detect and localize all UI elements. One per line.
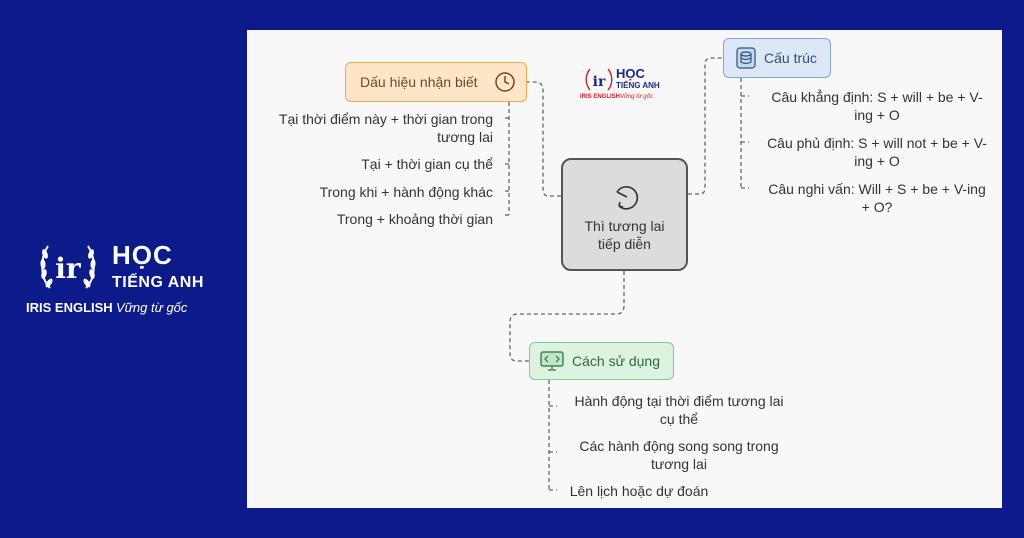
mindmap-canvas: Dấu hiệu nhận biết Tại thời điểm này + t… — [247, 30, 1002, 508]
connector-lines — [503, 57, 749, 491]
brand-tieng-anh: TIẾNG ANH — [112, 274, 204, 291]
refresh-clock-icon — [616, 186, 639, 210]
brand-slogan: Vững từ gốc — [116, 300, 188, 315]
structure-item-2: Câu phủ định: S + will not + be + V-ing … — [767, 135, 987, 169]
database-icon — [736, 47, 756, 69]
svg-text:ir: ir — [593, 74, 606, 90]
usage-item-3: Lên lịch hoặc dự đoán — [569, 483, 709, 499]
watermark-iris: IRIS ENGLISH — [580, 94, 621, 100]
watermark-logo: ir HỌC TIẾNG ANH IRIS ENGLISH Vững từ gố… — [580, 66, 676, 106]
structure-label: Cấu trúc — [764, 50, 817, 66]
signs-label: Dấu hiệu nhận biết — [360, 74, 478, 90]
clock-icon — [495, 72, 515, 92]
center-line-2: tiếp diễn — [598, 236, 651, 252]
laurel-emblem-small-icon: ir — [585, 68, 613, 91]
node-cach-su-dung: Cách sử dụng — [529, 342, 674, 380]
node-center-topic: Thì tương lai tiếp diễn — [561, 158, 688, 271]
node-dau-hieu-nhan-biet: Dấu hiệu nhận biết — [345, 62, 527, 102]
svg-text:ir: ir — [55, 252, 82, 285]
laurel-emblem-icon: ir — [40, 245, 96, 289]
brand-logo: ir HỌC TIẾNG ANH IRIS ENGLISH Vững từ gố… — [26, 232, 236, 322]
signs-item-2: Tại + thời gian cụ thể — [361, 156, 493, 172]
usage-label: Cách sử dụng — [572, 353, 660, 369]
watermark-slogan: Vững từ gốc — [620, 94, 653, 100]
structure-item-3: Câu nghi vấn: Will + S + be + V-ing+ O? — [768, 181, 986, 215]
signs-item-4: Trong + khoảng thời gian — [336, 211, 493, 227]
monitor-code-icon — [540, 351, 564, 371]
center-line-1: Thì tương lai — [584, 218, 665, 234]
brand-iris-english: IRIS ENGLISH — [26, 300, 113, 315]
brand-hoc: HỌC — [112, 240, 173, 270]
watermark-hoc: HỌC — [616, 66, 645, 81]
structure-item-1: Câu khẳng định: S + will + be + V-ing + … — [771, 89, 983, 123]
signs-item-3: Trong khi + hành động khác — [319, 184, 493, 200]
node-cau-truc: Cấu trúc — [723, 38, 831, 78]
watermark-tieng-anh: TIẾNG ANH — [616, 81, 660, 90]
